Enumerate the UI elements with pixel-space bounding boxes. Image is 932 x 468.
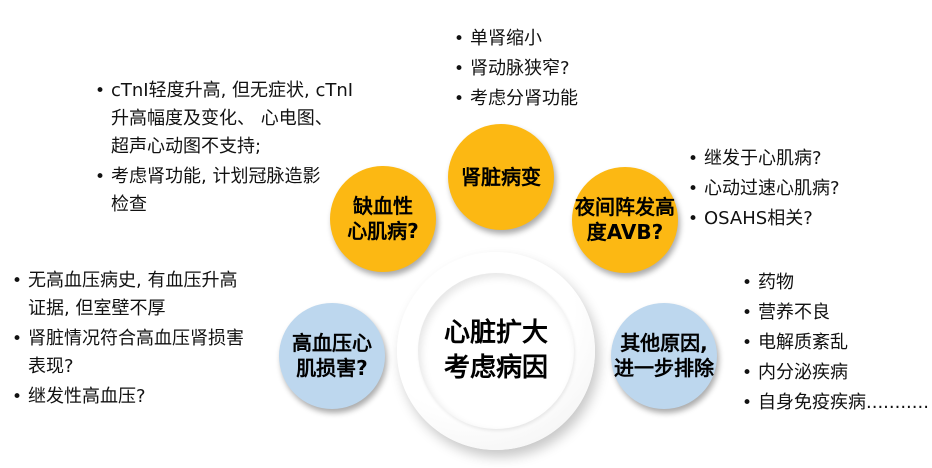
bullet-item: 继发于心肌病? — [686, 145, 926, 173]
bullet-item: 自身免疫疾病........... — [740, 389, 932, 417]
node-avb-label: 夜间阵发高 度AVB? — [575, 195, 675, 244]
bullet-item: 电解质紊乱 — [740, 329, 932, 357]
bullet-item: 肾动脉狭窄? — [452, 55, 682, 83]
bullet-group-renal: 单肾缩小 肾动脉狭窄? 考虑分肾功能 — [452, 25, 682, 115]
bullet-item: 继发性高血压? — [10, 383, 290, 411]
bullet-item: 药物 — [740, 269, 932, 297]
bullet-group-hypertension: 无高血压病史, 有血压升高 证据, 但室壁不厚 肾脏情况符合高血压肾损害 表现?… — [10, 267, 290, 413]
bullet-item: 单肾缩小 — [452, 25, 682, 53]
node-hypertension-circle: 高血压心 肌损害? — [279, 303, 385, 409]
bullet-item: 无高血压病史, 有血压升高 证据, 但室壁不厚 — [10, 267, 290, 323]
node-renal-circle: 肾脏病变 — [448, 124, 554, 230]
center-circle: 心脏扩大 考虑病因 — [397, 252, 595, 450]
bullet-item: 考虑肾功能, 计划冠脉造影 检查 — [93, 163, 373, 219]
bullet-group-avb: 继发于心肌病? 心动过速心肌病? OSAHS相关? — [686, 145, 926, 235]
node-avb-circle: 夜间阵发高 度AVB? — [572, 167, 678, 273]
bullet-item: cTnI轻度升高, 但无症状, cTnI 升高幅度及变化、 心电图、 超声心动图… — [93, 77, 373, 161]
bullet-group-other-causes: 药物 营养不良 电解质紊乱 内分泌疾病 自身免疫疾病........... — [740, 269, 932, 419]
bullet-item: 内分泌疾病 — [740, 359, 932, 387]
node-other-causes-label: 其他原因, 进一步排除 — [614, 331, 714, 380]
center-circle-inner: 心脏扩大 考虑病因 — [418, 273, 574, 429]
node-ischemic-label: 缺血性 心肌病? — [347, 194, 419, 243]
bullet-item: 心动过速心肌病? — [686, 175, 926, 203]
bullet-item: 考虑分肾功能 — [452, 85, 682, 113]
bullet-item: 肾脏情况符合高血压肾损害 表现? — [10, 325, 290, 381]
bullet-group-ischemic: cTnI轻度升高, 但无症状, cTnI 升高幅度及变化、 心电图、 超声心动图… — [93, 77, 373, 221]
node-ischemic-circle: 缺血性 心肌病? — [330, 166, 436, 272]
bullet-item: 营养不良 — [740, 299, 932, 327]
node-other-causes-circle: 其他原因, 进一步排除 — [611, 303, 717, 409]
bullet-item: OSAHS相关? — [686, 205, 926, 233]
node-renal-label: 肾脏病变 — [461, 164, 541, 189]
node-hypertension-label: 高血压心 肌损害? — [292, 331, 372, 380]
center-circle-label: 心脏扩大 考虑病因 — [443, 318, 548, 383]
